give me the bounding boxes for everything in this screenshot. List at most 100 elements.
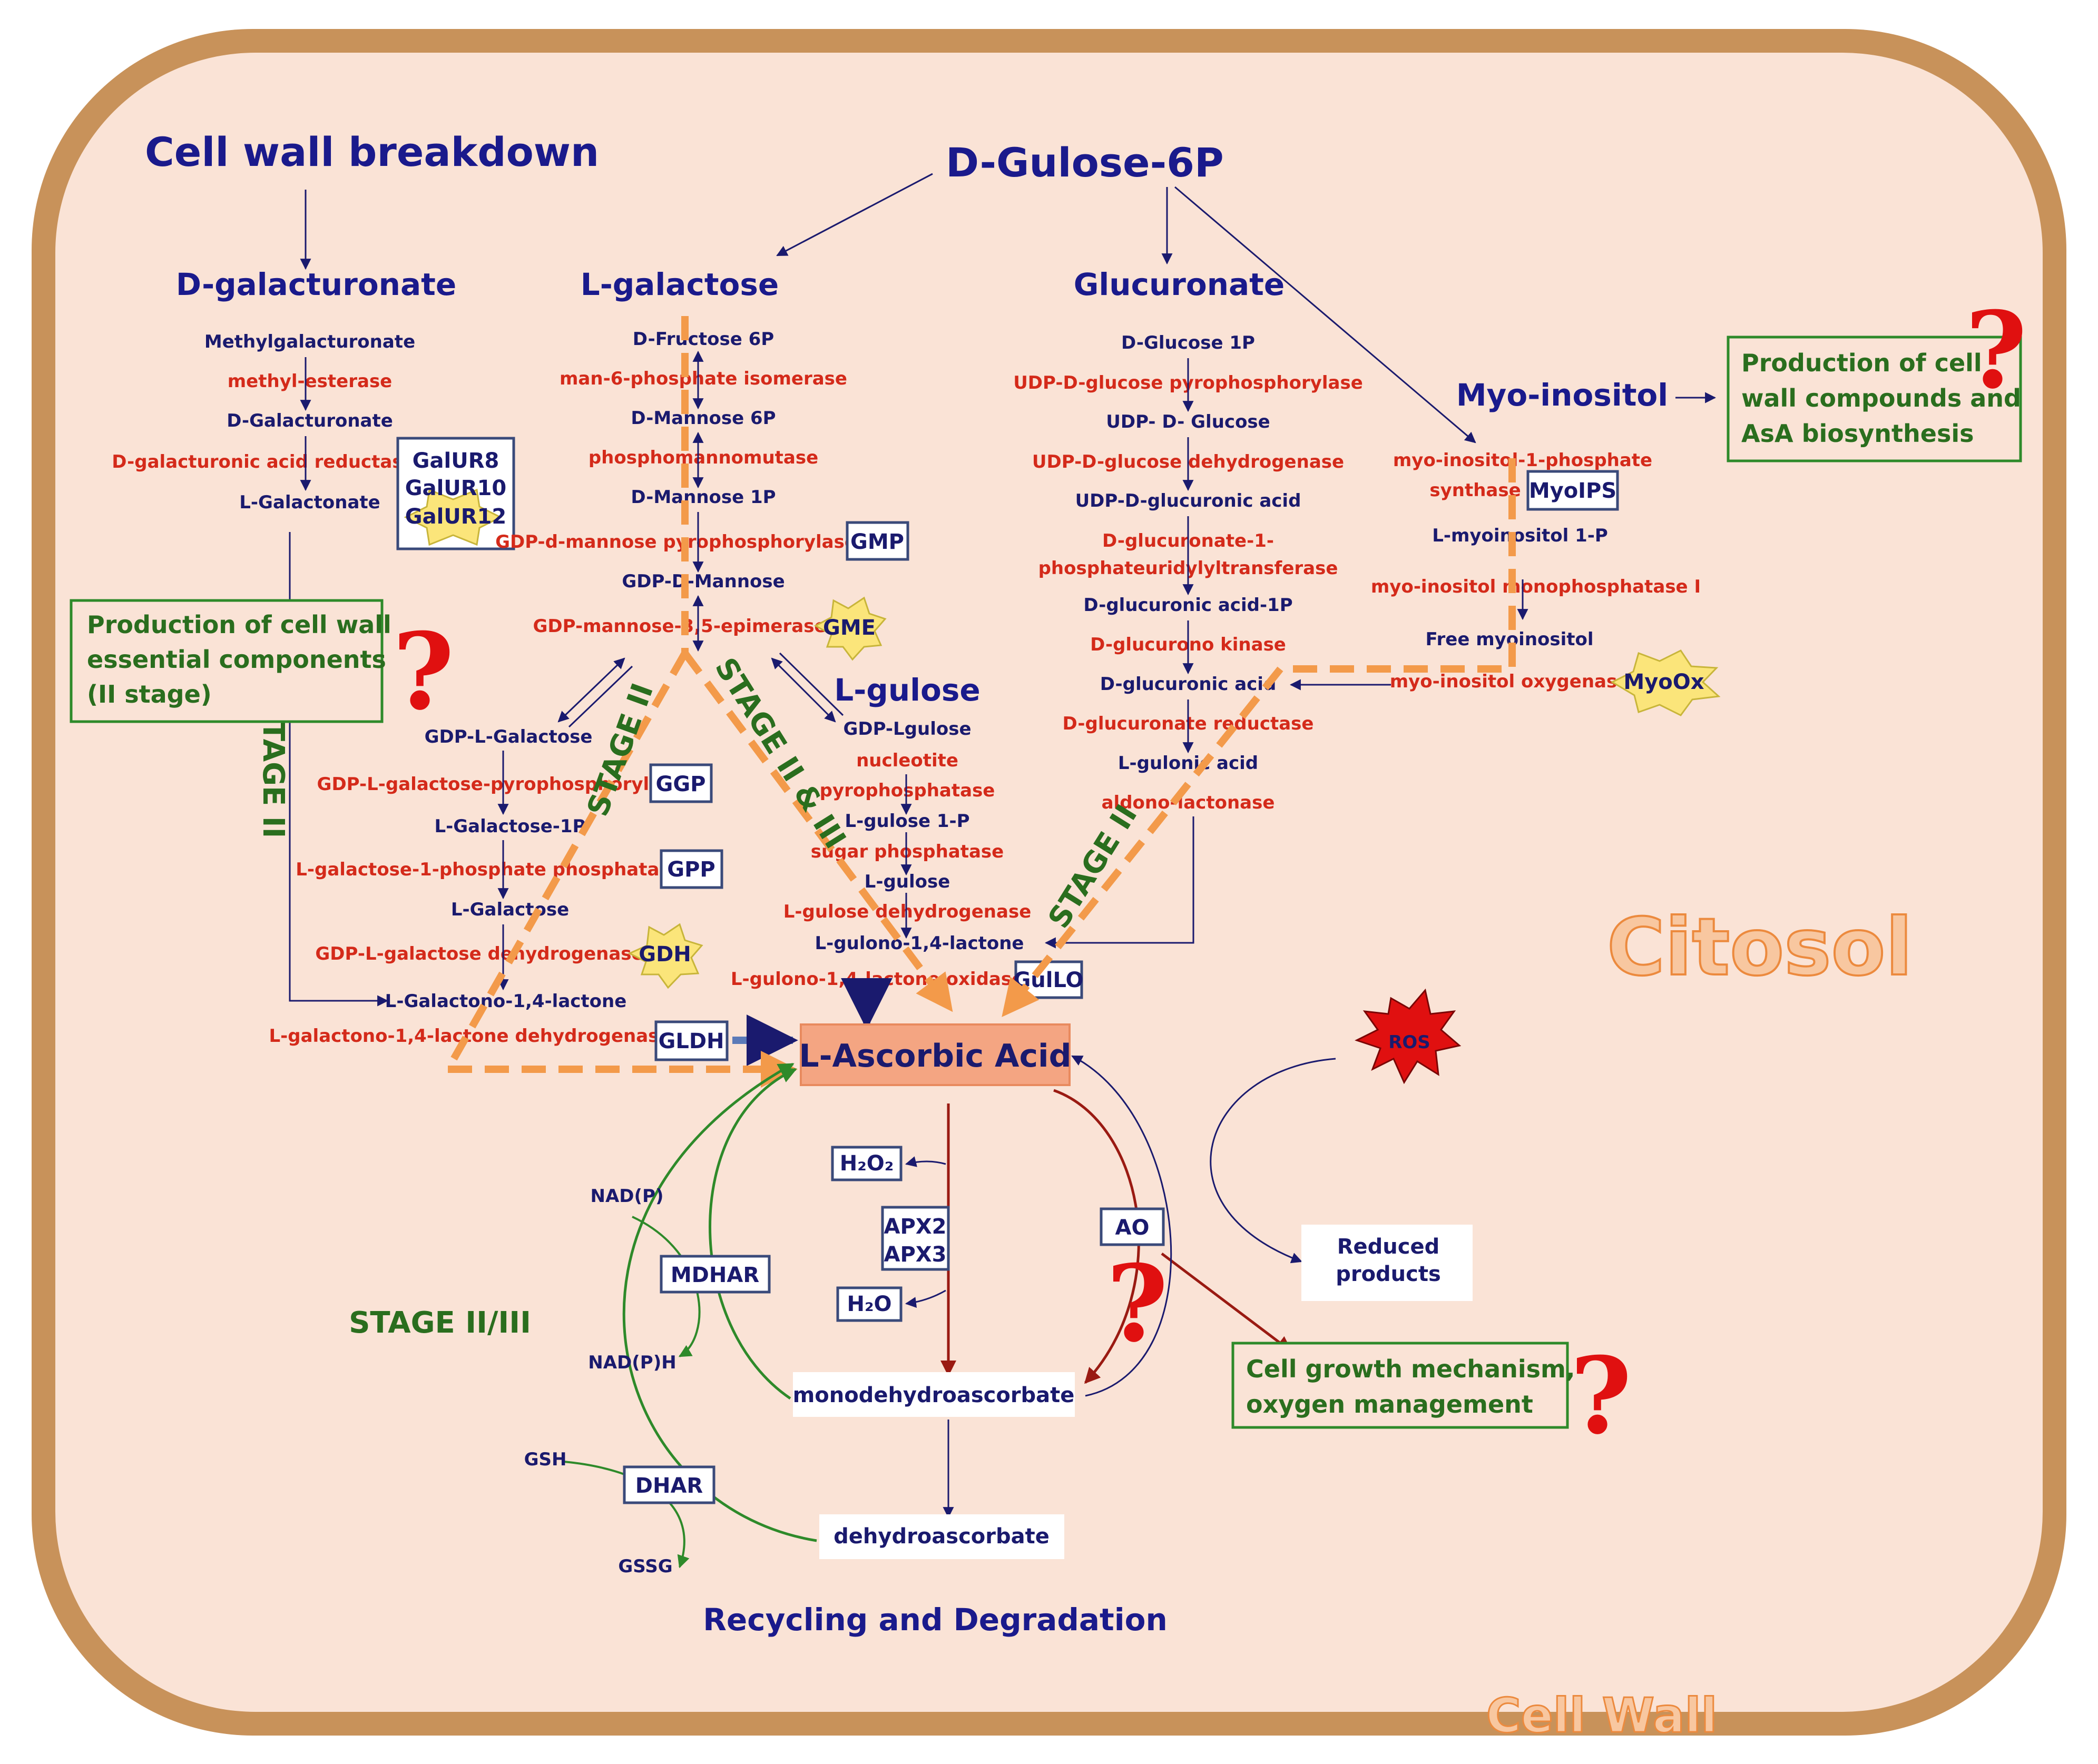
d-glucuronic-acid: D-glucuronic acid xyxy=(1100,674,1277,695)
note-essential-line2: essential components xyxy=(87,645,386,674)
ao-label: AO xyxy=(1115,1216,1150,1240)
myo-inositol-1-phosphate-synthase-line1: myo-inositol-1-phosphate xyxy=(1393,450,1652,471)
gdh-label: GDH xyxy=(639,942,691,967)
gpp-label: GPP xyxy=(667,858,715,882)
d-galacturonic-acid-reductase: D-galacturonic acid reductase xyxy=(112,451,415,472)
reduced-products-box xyxy=(1301,1225,1473,1301)
d-galacturonate: D-Galacturonate xyxy=(227,410,393,431)
l-galactono-lactone-dehydrogenase: L-galactono-1,4-lactone dehydrogenase xyxy=(269,1026,671,1047)
udp-d-glucuronic-acid: UDP-D-glucuronic acid xyxy=(1075,490,1301,511)
note-growth-line2: oxygen management xyxy=(1246,1390,1533,1418)
gsh-label: GSH xyxy=(524,1449,567,1470)
apx2-label: APX2 xyxy=(884,1215,947,1239)
myoips-box xyxy=(1526,470,1619,511)
phosphomannomutase: phosphomannomutase xyxy=(589,447,818,468)
question-mark-ao: ? xyxy=(1106,1242,1168,1366)
gdp-d-mannose-pyrophosphorylase: GDP-d-mannose pyrophosphorylase xyxy=(495,531,857,553)
d-glucose-1p: D-Glucose 1P xyxy=(1121,332,1255,353)
gmp-box xyxy=(846,521,909,561)
galur12-label: GalUR12 xyxy=(405,505,506,529)
note-growth-line1: Cell growth mechanism, xyxy=(1246,1355,1575,1383)
l-galactose-title: L-galactose xyxy=(581,267,779,302)
nucleotite: nucleotite xyxy=(856,750,958,771)
note-box-cell-wall-compounds xyxy=(1727,336,2022,462)
gdp-mannose-epimerase: GDP-mannose-3,5-epimerase xyxy=(533,616,827,637)
d-mannose-6p: D-Mannose 6P xyxy=(631,408,776,429)
cytosol-label: Citosol xyxy=(1607,902,1913,993)
glucuronate-title: Glucuronate xyxy=(1074,267,1285,302)
ao-box xyxy=(1100,1207,1165,1246)
ros-burst xyxy=(1355,988,1462,1085)
cell-wall-breakdown-title: Cell wall breakdown xyxy=(145,129,599,175)
l-gulono-lactone-oxidase: L-gulono-1,4-lactone oxidase xyxy=(731,969,1024,990)
methyl-esterase: methyl-esterase xyxy=(228,371,393,392)
udp-d-glucose: UDP- D- Glucose xyxy=(1106,411,1270,432)
note-cell-wall-line2: wall compounds and xyxy=(1741,384,2021,412)
mdhar-box xyxy=(660,1255,771,1294)
reduced-line2: products xyxy=(1336,1262,1441,1286)
note-cell-wall-line3: AsA biosynthesis xyxy=(1741,419,1974,448)
apx-box xyxy=(881,1206,950,1271)
gssg-label: GSSG xyxy=(618,1556,672,1577)
nadp-label: NAD(P) xyxy=(591,1186,664,1207)
l-myoinositol-1-p: L-myoinositol 1-P xyxy=(1432,525,1608,546)
myo-inositol-1-phosphate-synthase-line2: synthase xyxy=(1429,480,1521,501)
gdp-lgulose: GDP-Lgulose xyxy=(843,718,971,740)
ros-label: ROS xyxy=(1388,1032,1430,1053)
gdh-star xyxy=(628,923,703,989)
cell-wall-label: Cell Wall xyxy=(1486,1688,1718,1743)
dehydroascorbate-box xyxy=(819,1514,1064,1559)
d-fructose-6p: D-Fructose 6P xyxy=(633,329,774,350)
d-mannose-1p: D-Mannose 1P xyxy=(631,487,776,508)
gldh-label: GLDH xyxy=(659,1029,724,1053)
gme-star xyxy=(813,596,887,661)
gme-label: GME xyxy=(823,616,876,640)
galacturonate-title: D-galacturonate xyxy=(176,267,456,302)
monodehydroascorbate-box xyxy=(793,1372,1075,1417)
l-gulono-1-4-lactone: L-gulono-1,4-lactone xyxy=(815,933,1024,954)
l-gulose-1-p: L-gulose 1-P xyxy=(845,811,969,832)
h2o2-label: H₂O₂ xyxy=(840,1151,894,1176)
myoips-label: MyoIPS xyxy=(1529,479,1616,503)
l-galactose-1-phosphate-phosphatase: L-galactose-1-phosphate phosphatase xyxy=(296,859,682,880)
l-gulose-dehydrogenase: L-gulose dehydrogenase xyxy=(783,901,1032,922)
l-gulonic-acid: L-gulonic acid xyxy=(1118,753,1258,774)
question-mark-cell-wall: ? xyxy=(1965,289,2027,412)
gpp-box xyxy=(660,849,723,889)
h2o-label: H₂O xyxy=(847,1292,892,1316)
myoox-label: MyoOx xyxy=(1623,670,1704,694)
l-galactonate: L-Galactonate xyxy=(239,492,380,513)
reduced-line1: Reduced xyxy=(1337,1235,1440,1259)
man-6-phosphate-isomerase: man-6-phosphate isomerase xyxy=(560,368,847,389)
gdp-l-galactose-dehydrogenase: GDP-L-galactose dehydrogenase xyxy=(315,943,643,964)
l-ascorbic-acid-label: L-Ascorbic Acid xyxy=(799,1038,1071,1075)
l-gulose: L-gulose xyxy=(865,871,950,892)
l-galactose: L-Galactose xyxy=(451,899,569,920)
d-glucuronic-acid-1p: D-glucuronic acid-1P xyxy=(1083,595,1292,616)
myo-inositol-title: Myo-inositol xyxy=(1456,377,1668,413)
cytosol xyxy=(55,53,2043,1712)
l-gulose-title: L-gulose xyxy=(834,672,980,708)
pyrophosphatase: pyrophosphatase xyxy=(820,780,995,801)
h2o2-box xyxy=(831,1146,903,1181)
note-essential-line1: Production of cell wall xyxy=(87,610,391,639)
gdp-l-galactose: GDP-L-Galactose xyxy=(425,726,593,747)
dhar-label: DHAR xyxy=(635,1474,703,1498)
note-box-essential-components xyxy=(70,599,384,723)
aldono-lactonase: aldono-lactonase xyxy=(1102,792,1275,813)
gdp-l-galactose-pyrophosphorylase: GDP-L-galactose-pyrophosphorylase xyxy=(317,774,684,795)
apx3-label: APX3 xyxy=(884,1243,947,1267)
galur10-label: GalUR10 xyxy=(405,476,506,500)
dehydroascorbate-label: dehydroascorbate xyxy=(834,1524,1050,1549)
galur12-star xyxy=(404,488,503,546)
l-ascorbic-acid-box xyxy=(800,1023,1071,1086)
methylgalacturonate: Methylgalacturonate xyxy=(204,331,415,352)
note-essential-line3: (II stage) xyxy=(87,680,212,708)
gulose6p-title: D-Gulose-6P xyxy=(946,139,1224,186)
ggp-label: GGP xyxy=(656,772,706,796)
ggp-box xyxy=(649,763,713,803)
question-mark-essential: ? xyxy=(393,610,454,734)
gmp-label: GMP xyxy=(850,530,904,554)
nadph-label: NAD(P)H xyxy=(588,1352,676,1373)
